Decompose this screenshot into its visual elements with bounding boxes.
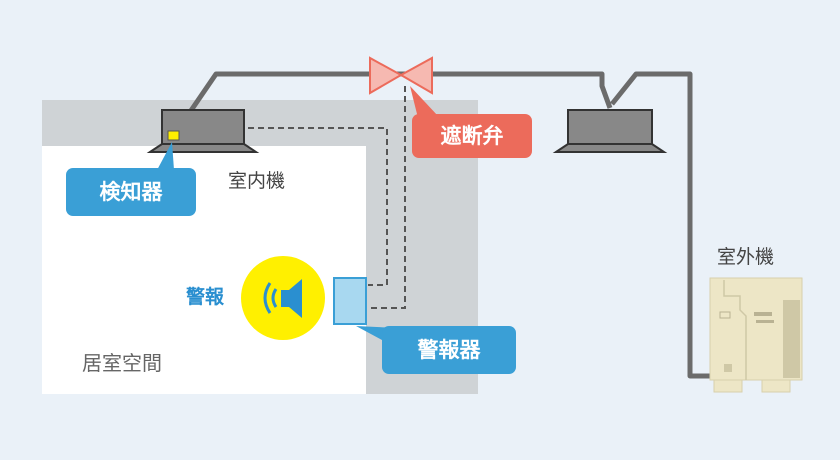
alarm-text: 警報 bbox=[186, 286, 225, 308]
alarm-device-tag: 警報器 bbox=[382, 326, 516, 374]
living-space-label: 居室空間 bbox=[82, 351, 162, 375]
shutoff-valve-tag: 遮断弁 bbox=[412, 114, 532, 158]
speaker-icon bbox=[263, 279, 302, 318]
signal-line-valve bbox=[368, 86, 406, 309]
indoor-unit-left bbox=[146, 109, 260, 153]
refrigerant-pipe bbox=[187, 71, 613, 114]
indoor-unit-right bbox=[552, 109, 668, 153]
valve-tag-pointer bbox=[410, 86, 438, 118]
shutoff-valve-icon bbox=[369, 56, 433, 95]
detector-tag-pointer bbox=[156, 142, 174, 172]
detector-tag: 検知器 bbox=[66, 168, 196, 216]
signal-line-detector bbox=[248, 127, 388, 286]
outdoor-unit-icon bbox=[709, 277, 803, 393]
detector-sensor bbox=[167, 130, 180, 141]
refrigerant-pipe-return bbox=[610, 71, 712, 379]
indoor-unit-label: 室内機 bbox=[228, 170, 286, 192]
alarm-device-box bbox=[333, 277, 367, 325]
outdoor-unit-label: 室外機 bbox=[717, 246, 775, 268]
